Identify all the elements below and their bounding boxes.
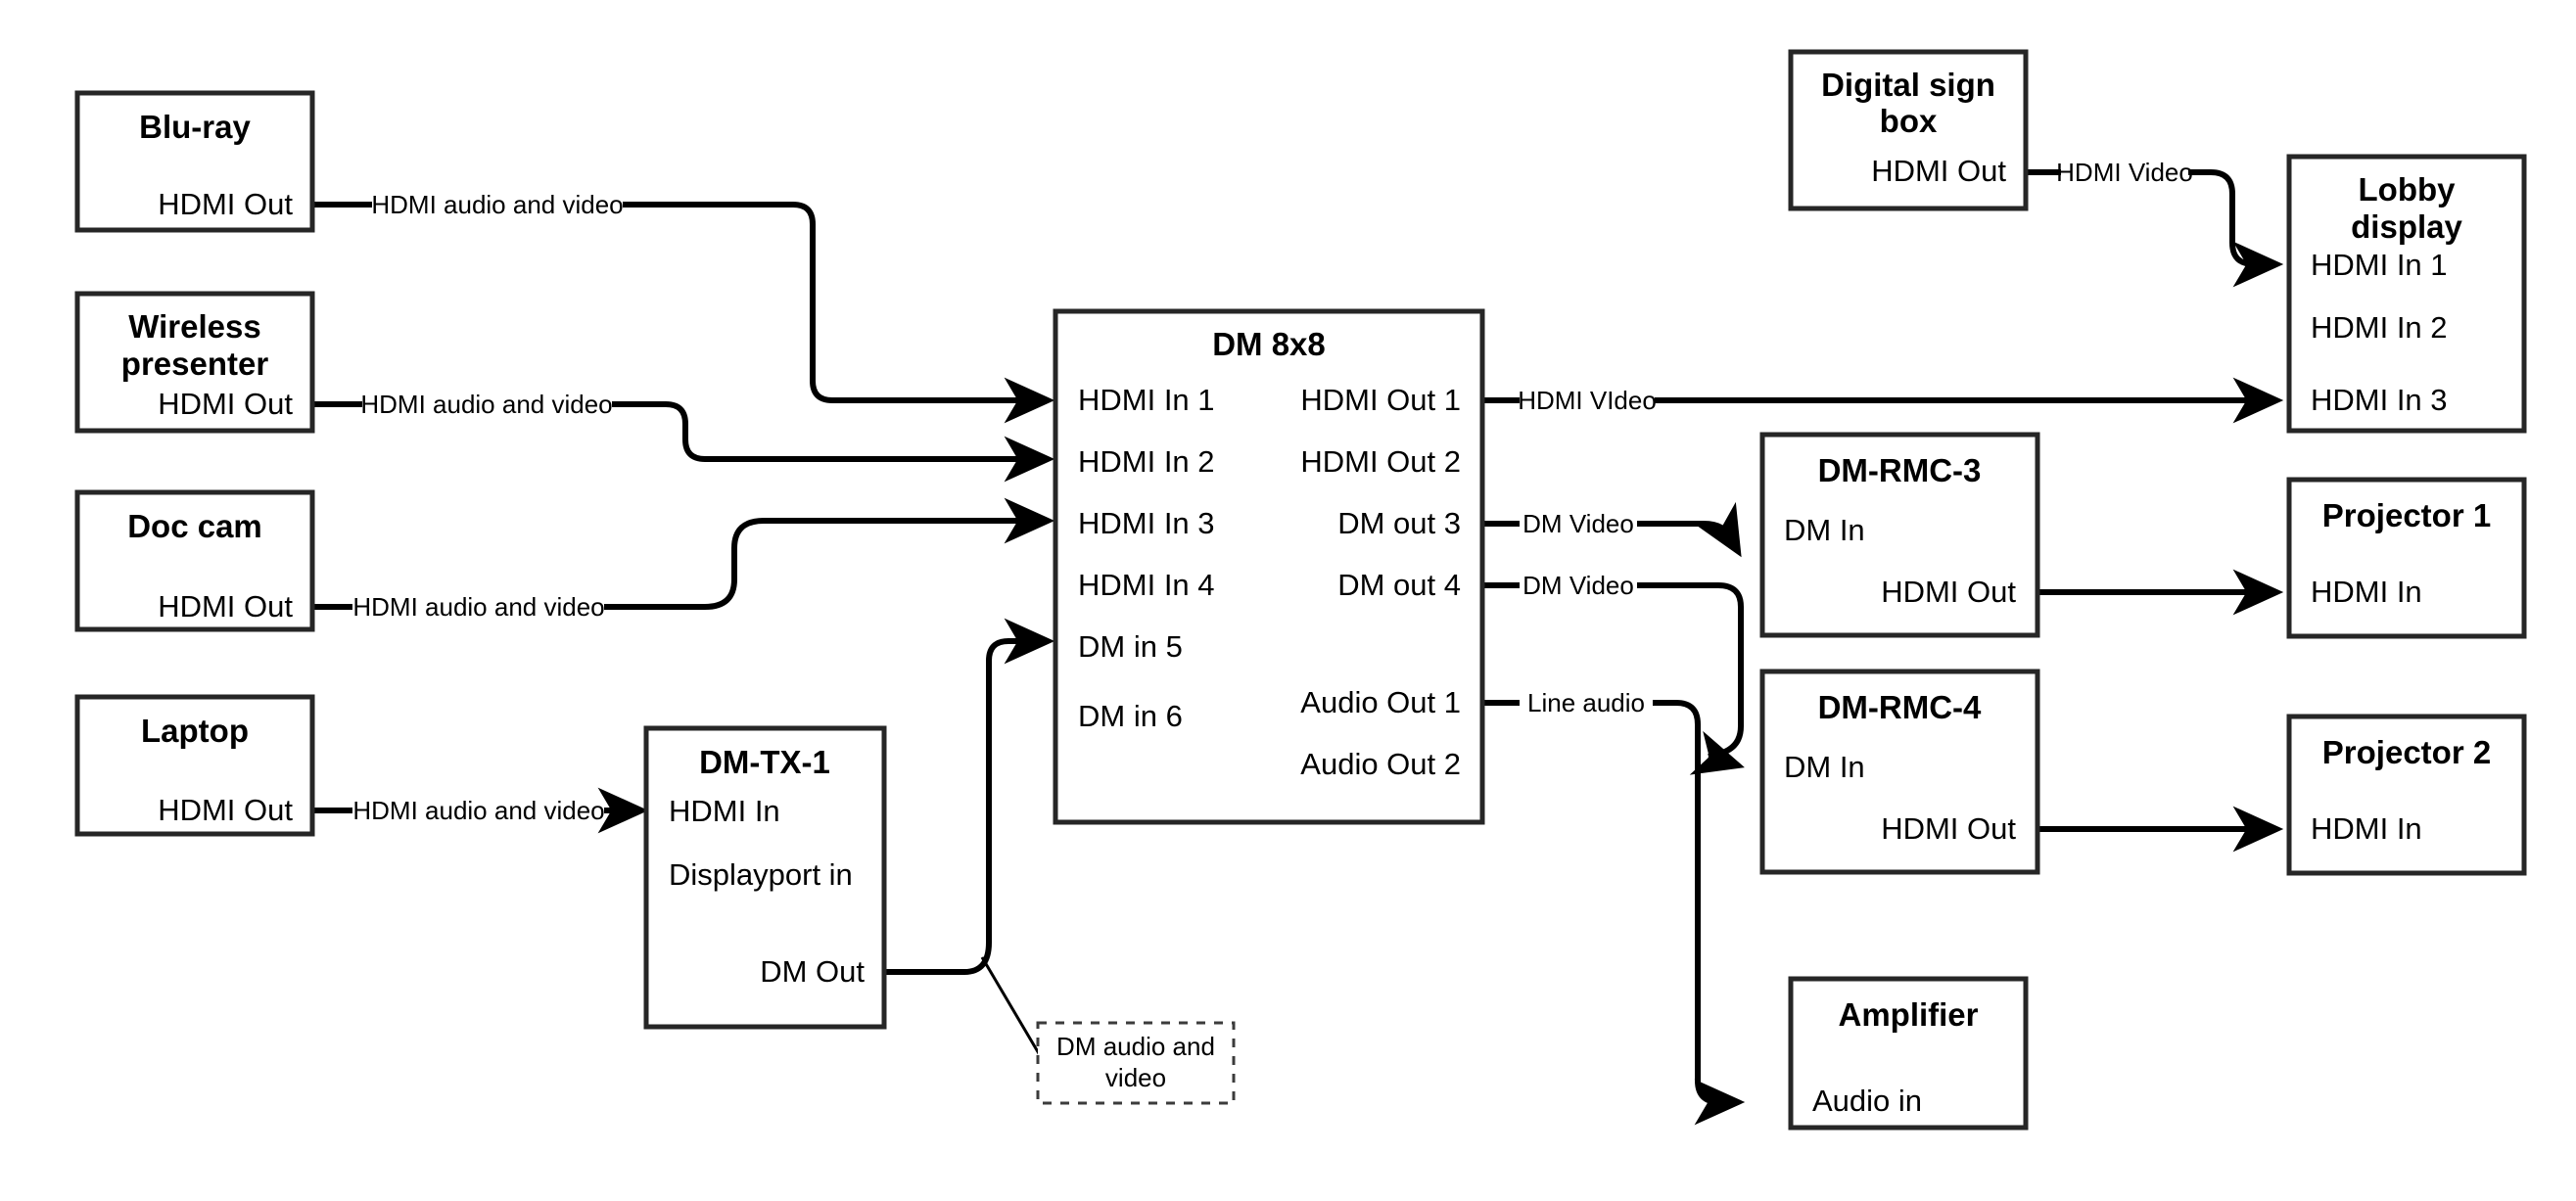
- port-doccam-hdmi-out: HDMI Out: [158, 589, 293, 624]
- wire-label-hdmiout1: HDMI VIdeo: [1518, 386, 1657, 415]
- annotation-line1: DM audio and: [1056, 1032, 1215, 1061]
- node-dm-8x8[interactable]: DM 8x8 HDMI In 1 HDMI In 2 HDMI In 3 HDM…: [1053, 308, 1485, 825]
- node-projector-2[interactable]: Projector 2 HDMI In: [2286, 714, 2527, 876]
- node-lobby-title-line2: display: [2351, 208, 2462, 245]
- wire-label-laptop: HDMI audio and video: [352, 796, 604, 825]
- node-projector2-title: Projector 2: [2322, 734, 2491, 770]
- port-amplifier-audio-in: Audio in: [1812, 1084, 1922, 1118]
- node-lobby-display[interactable]: Lobby display HDMI In 1 HDMI In 2 HDMI I…: [2286, 154, 2527, 434]
- annotation-dm-audio-and-video: DM audio and video: [1036, 1021, 1236, 1105]
- wire-dm8x8-hdmiout1-to-lobby: HDMI VIdeo: [1482, 377, 2284, 424]
- port-projector1-hdmi-in: HDMI In: [2311, 575, 2422, 609]
- wire-dm8x8-audioout1-to-amplifier: Line audio: [1482, 688, 1746, 1126]
- port-dmtx1-dm-out: DM Out: [760, 954, 865, 989]
- node-bluray-title: Blu-ray: [139, 109, 251, 145]
- port-dm8x8-audio-out-2: Audio Out 2: [1300, 747, 1461, 781]
- port-dm8x8-in-1: HDMI In 1: [1078, 383, 1215, 417]
- node-sign-title-line2: box: [1880, 103, 1938, 139]
- wire-label-wireless: HDMI audio and video: [360, 390, 612, 419]
- port-rmc4-hdmi-out: HDMI Out: [1881, 811, 2016, 846]
- port-dm8x8-out-2: HDMI Out 2: [1300, 444, 1461, 479]
- wire-wireless-to-dm8x8: HDMI audio and video: [312, 390, 1055, 483]
- node-amplifier[interactable]: Amplifier Audio in: [1788, 976, 2029, 1131]
- port-dm8x8-in-5: DM in 5: [1078, 629, 1183, 664]
- port-projector2-hdmi-in: HDMI In: [2311, 811, 2422, 846]
- node-dm8x8-title: DM 8x8: [1212, 326, 1326, 362]
- node-bluray[interactable]: Blu-ray HDMI Out: [74, 90, 315, 233]
- port-dmtx1-hdmi-in: HDMI In: [669, 794, 780, 828]
- node-dm-tx-1[interactable]: DM-TX-1 HDMI In Displayport in DM Out: [643, 725, 887, 1030]
- node-dm-rmc-4[interactable]: DM-RMC-4 DM In HDMI Out: [1759, 669, 2040, 875]
- port-lobby-hdmi-in-2: HDMI In 2: [2311, 310, 2448, 345]
- wire-label-sign: HDMI Video: [2056, 158, 2193, 187]
- node-projector1-title: Projector 1: [2322, 497, 2491, 533]
- wire-sign-to-lobby: HDMI Video: [2026, 158, 2284, 288]
- wire-label-dmout3: DM Video: [1522, 509, 1634, 538]
- wire-label-audioout1: Line audio: [1527, 688, 1645, 717]
- node-rmc3-title: DM-RMC-3: [1818, 452, 1982, 488]
- node-laptop-title: Laptop: [141, 713, 249, 749]
- port-wireless-hdmi-out: HDMI Out: [158, 387, 293, 421]
- wire-dm8x8-dmout4-to-rmc4: DM Video: [1482, 571, 1745, 775]
- port-dm8x8-in-4: HDMI In 4: [1078, 568, 1215, 602]
- port-bluray-hdmi-out: HDMI Out: [158, 187, 293, 221]
- port-sign-hdmi-out: HDMI Out: [1871, 154, 2006, 188]
- port-dm8x8-out-4: DM out 4: [1337, 568, 1461, 602]
- wire-doccam-to-dm8x8: HDMI audio and video: [312, 497, 1055, 622]
- wire-label-dmout4: DM Video: [1522, 571, 1634, 600]
- port-dm8x8-in-2: HDMI In 2: [1078, 444, 1215, 479]
- port-lobby-hdmi-in-3: HDMI In 3: [2311, 383, 2448, 417]
- annotation-leader-line: [980, 956, 1042, 1056]
- port-dm8x8-out-3: DM out 3: [1337, 506, 1461, 540]
- port-dm8x8-audio-out-1: Audio Out 1: [1300, 685, 1461, 719]
- wire-dmtx1-to-dm8x8: [884, 618, 1055, 975]
- wire-dm8x8-dmout3-to-rmc3: DM Video: [1482, 501, 1742, 558]
- annotation-line2: video: [1105, 1063, 1166, 1092]
- node-wireless-title-line2: presenter: [121, 346, 269, 382]
- node-doccam-title: Doc cam: [127, 508, 262, 544]
- node-dm-rmc-3[interactable]: DM-RMC-3 DM In HDMI Out: [1759, 432, 2040, 638]
- wire-laptop-to-dmtx1: HDMI audio and video: [312, 787, 649, 834]
- wire-label-doccam: HDMI audio and video: [352, 592, 604, 622]
- port-rmc4-dm-in: DM In: [1784, 750, 1865, 784]
- node-laptop[interactable]: Laptop HDMI Out: [74, 694, 315, 837]
- node-doc-cam[interactable]: Doc cam HDMI Out: [74, 489, 315, 632]
- port-dm8x8-out-1: HDMI Out 1: [1300, 383, 1461, 417]
- node-digital-sign-box[interactable]: Digital sign box HDMI Out: [1788, 49, 2029, 211]
- port-dm8x8-in-3: HDMI In 3: [1078, 506, 1215, 540]
- wire-label-bluray: HDMI audio and video: [371, 190, 623, 219]
- port-rmc3-dm-in: DM In: [1784, 513, 1865, 547]
- node-sign-title-line1: Digital sign: [1821, 67, 1995, 103]
- port-lobby-hdmi-in-1: HDMI In 1: [2311, 248, 2448, 282]
- node-lobby-title-line1: Lobby: [2359, 171, 2457, 208]
- node-dmtx1-title: DM-TX-1: [699, 744, 830, 780]
- node-projector-1[interactable]: Projector 1 HDMI In: [2286, 477, 2527, 639]
- port-dmtx1-displayport-in: Displayport in: [669, 857, 853, 892]
- node-wireless-title-line1: Wireless: [128, 308, 260, 345]
- port-laptop-hdmi-out: HDMI Out: [158, 793, 293, 827]
- node-rmc4-title: DM-RMC-4: [1818, 689, 1982, 725]
- port-dm8x8-in-6: DM in 6: [1078, 699, 1183, 733]
- node-wireless-presenter[interactable]: Wireless presenter HDMI Out: [74, 291, 315, 434]
- node-amplifier-title: Amplifier: [1838, 996, 1978, 1033]
- wire-bluray-to-dm8x8: HDMI audio and video: [312, 190, 1055, 424]
- port-rmc3-hdmi-out: HDMI Out: [1881, 575, 2016, 609]
